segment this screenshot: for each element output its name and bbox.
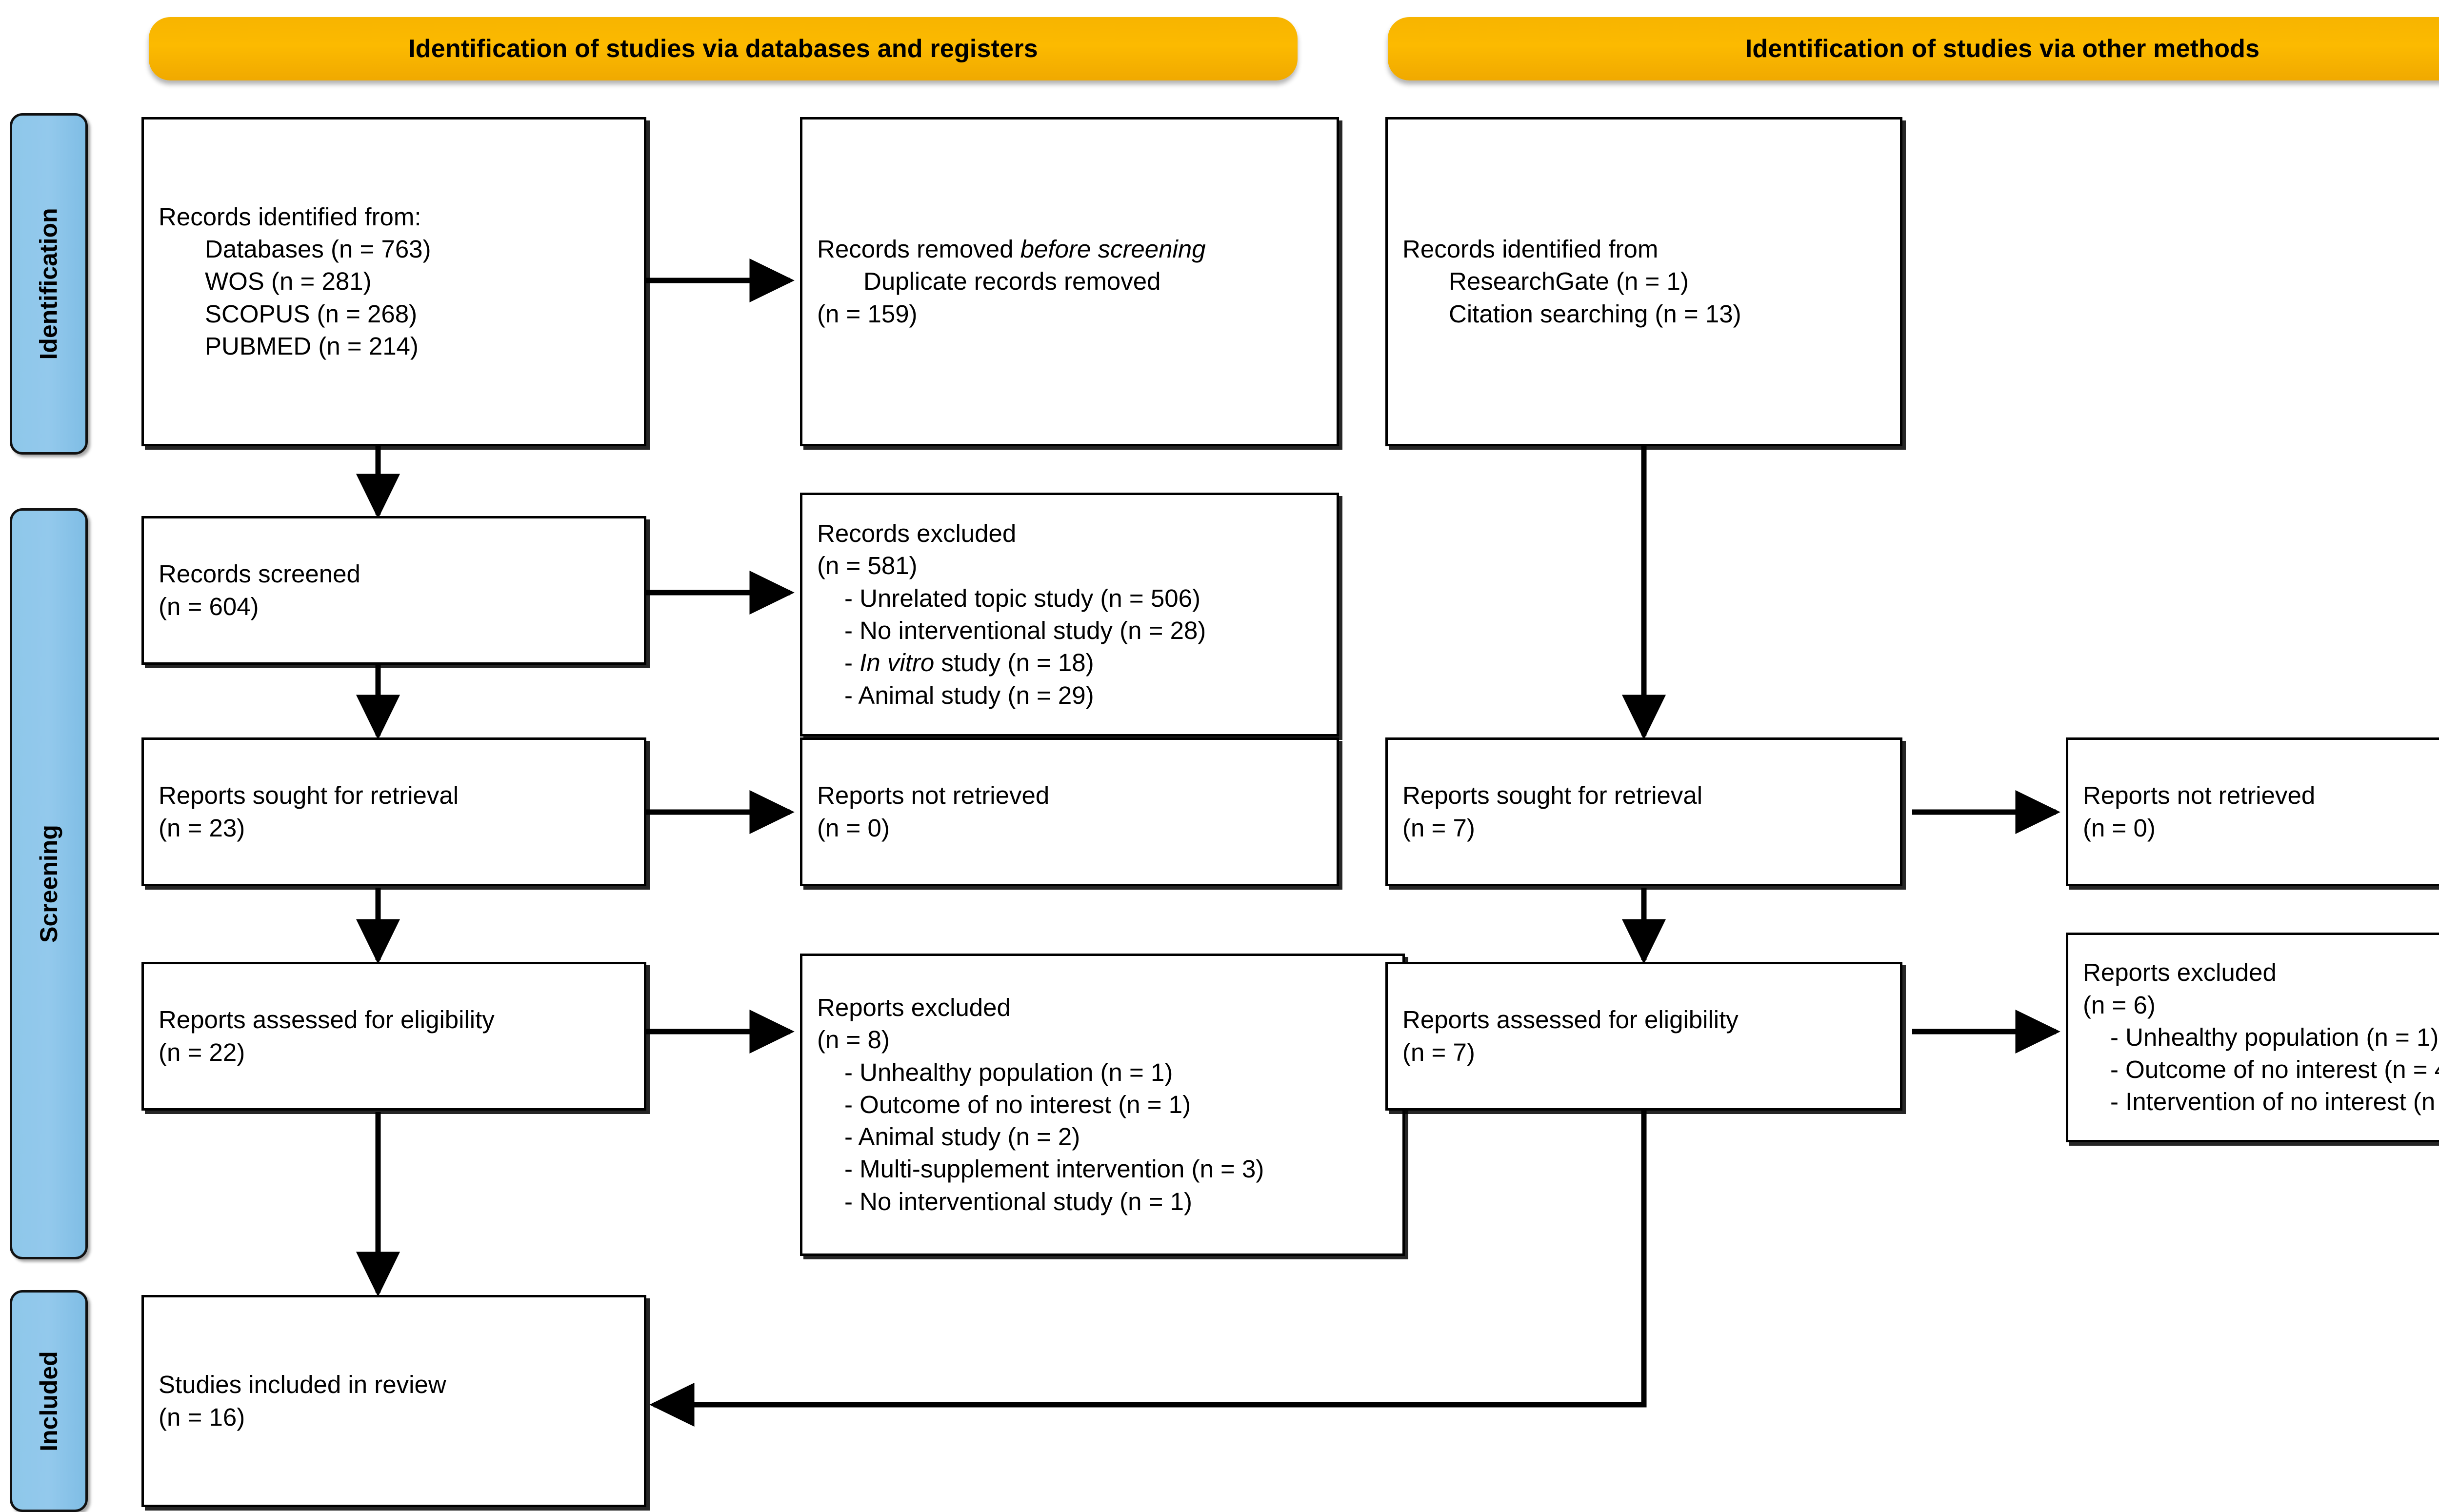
box-records-identified: Records identified from: Databases (n = …	[141, 117, 646, 446]
box-line: (n = 6)	[2083, 991, 2156, 1019]
box-line: WOS (n = 281)	[205, 267, 372, 296]
box-line: - Animal study (n = 2)	[844, 1123, 1080, 1151]
box-line: - Animal study (n = 29)	[844, 681, 1094, 709]
box-line: Records identified from	[1402, 235, 1659, 263]
box-records-identified-other: Records identified from ResearchGate (n …	[1385, 117, 1902, 446]
box-records-removed: Records removed before screening Duplica…	[800, 117, 1339, 446]
banner-other-methods: Identification of studies via other meth…	[1388, 17, 2439, 80]
box-reports-sought-left: Reports sought for retrieval (n = 23)	[141, 737, 646, 886]
box-line: - No interventional study (n = 28)	[844, 617, 1206, 644]
stage-label-identification-text: Identification	[35, 208, 63, 360]
box-line: (n = 581)	[817, 552, 918, 580]
box-reports-excluded-left: Reports excluded (n = 8) - Unhealthy pop…	[800, 954, 1405, 1256]
box-line: ResearchGate (n = 1)	[1449, 267, 1689, 296]
stage-label-included-text: Included	[35, 1351, 63, 1452]
box-line: - Outcome of no interest (n = 4)	[2110, 1055, 2439, 1084]
box-line: (n = 22)	[159, 1038, 245, 1066]
box-line: Records screened	[159, 560, 360, 588]
box-line: - Outcome of no interest (n = 1)	[844, 1090, 1191, 1118]
box-line: Reports assessed for eligibility	[159, 1006, 495, 1034]
stage-label-screening: Screening	[10, 508, 88, 1259]
box-line-italic-tail: Records removed before screening	[817, 235, 1206, 263]
box-line: (n = 16)	[159, 1403, 245, 1431]
box-line: (n = 8)	[817, 1026, 890, 1054]
box-line: Citation searching (n = 13)	[1449, 299, 1741, 328]
box-line: Studies included in review	[159, 1371, 446, 1399]
box-line: - No interventional study (n = 1)	[844, 1187, 1192, 1215]
box-reports-assessed-left: Reports assessed for eligibility (n = 22…	[141, 962, 646, 1111]
box-line: - Multi-supplement intervention (n = 3)	[844, 1155, 1264, 1183]
box-line: Reports assessed for eligibility	[1402, 1006, 1739, 1034]
box-line-italic-lead: - In vitro study (n = 18)	[844, 649, 1094, 677]
box-records-screened: Records screened (n = 604)	[141, 516, 646, 665]
box-line: Reports sought for retrieval	[159, 781, 459, 810]
box-reports-assessed-right: Reports assessed for eligibility (n = 7)	[1385, 962, 1902, 1111]
stage-label-screening-text: Screening	[35, 825, 62, 943]
box-line: Duplicate records removed	[863, 267, 1161, 296]
box-reports-excluded-right: Reports excluded (n = 6) - Unhealthy pop…	[2066, 933, 2439, 1142]
stage-label-identification: Identification	[10, 113, 88, 455]
box-line: (n = 0)	[2083, 814, 2156, 842]
box-line: (n = 7)	[1402, 814, 1475, 842]
box-line: (n = 23)	[159, 814, 245, 842]
box-line: - Unhealthy population (n = 1)	[844, 1058, 1173, 1086]
box-line: - Unrelated topic study (n = 506)	[844, 584, 1200, 612]
box-records-excluded: Records excluded (n = 581) - Unrelated t…	[800, 493, 1339, 736]
box-line: Records identified from:	[159, 202, 421, 231]
box-line: (n = 0)	[817, 814, 890, 842]
box-line: - Intervention of no interest (n = 1)	[2110, 1088, 2436, 1116]
box-studies-included: Studies included in review (n = 16)	[141, 1295, 646, 1507]
box-line: (n = 604)	[159, 592, 259, 620]
box-line: (n = 159)	[817, 299, 918, 328]
stage-label-included: Included	[10, 1290, 88, 1512]
box-line: Reports sought for retrieval	[1402, 781, 1703, 810]
box-reports-not-retrieved-left: Reports not retrieved (n = 0)	[800, 737, 1339, 886]
box-line: - Unhealthy population (n = 1)	[2110, 1023, 2439, 1051]
box-line: Records excluded	[817, 519, 1017, 548]
box-reports-sought-right: Reports sought for retrieval (n = 7)	[1385, 737, 1902, 886]
box-reports-not-retrieved-right: Reports not retrieved (n = 0)	[2066, 737, 2439, 886]
box-line: (n = 7)	[1402, 1038, 1475, 1066]
box-line: Reports excluded	[817, 993, 1011, 1021]
box-line: Databases (n = 763)	[205, 235, 431, 263]
box-line: Reports excluded	[2083, 958, 2277, 987]
box-line: Reports not retrieved	[2083, 781, 2316, 810]
box-line: PUBMED (n = 214)	[205, 332, 419, 360]
box-line: SCOPUS (n = 268)	[205, 299, 418, 328]
box-line: Reports not retrieved	[817, 781, 1050, 810]
banner-databases-and-registers: Identification of studies via databases …	[149, 17, 1298, 80]
